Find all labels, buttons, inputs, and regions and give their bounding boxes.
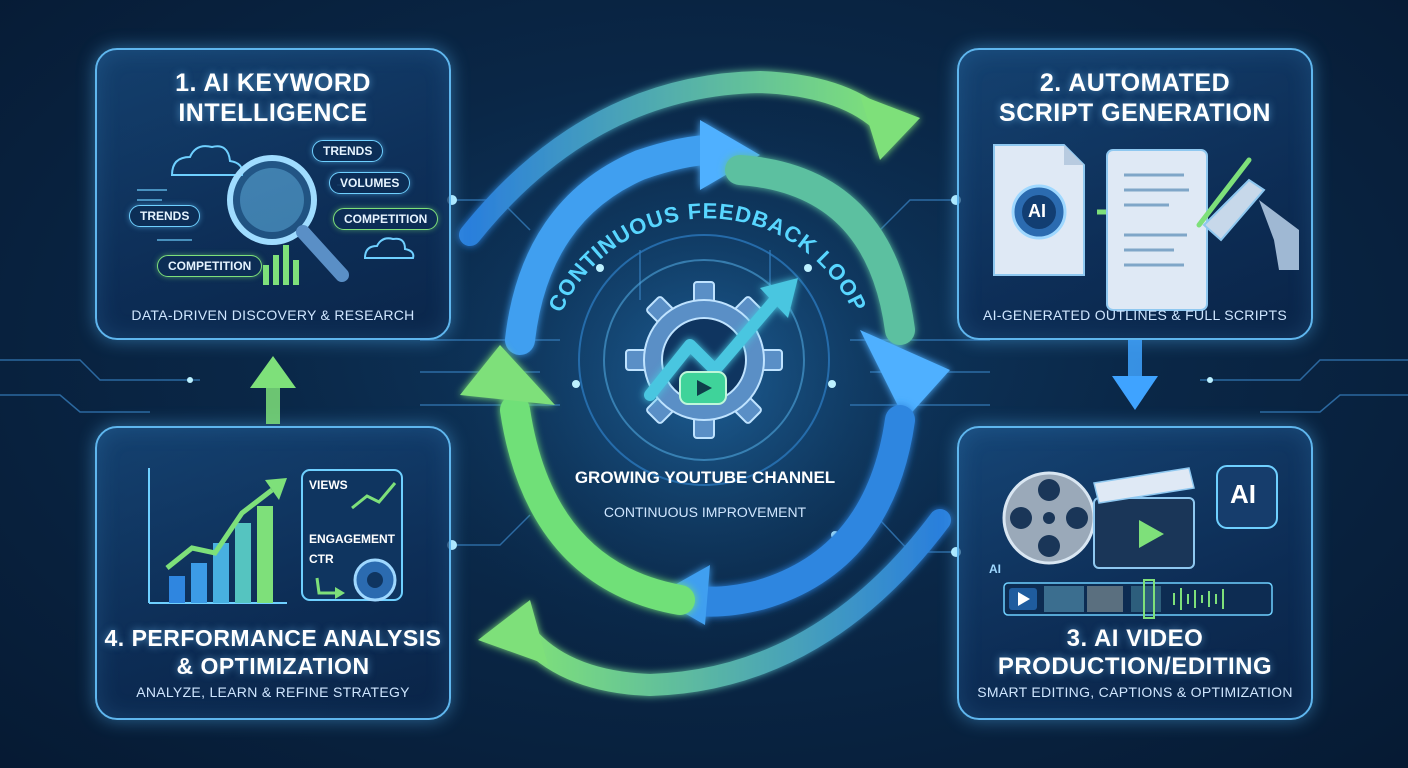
panel-script-subtitle: AI-GENERATED OUTLINES & FULL SCRIPTS <box>982 307 1288 323</box>
panel-video-production: AI AI 3. AI VIDEO PRODUCTION/EDITING SMA… <box>957 426 1313 720</box>
panel-keyword-title-line1: 1. AI KEYWORD <box>175 69 371 97</box>
tag-competition: COMPETITION <box>157 255 263 277</box>
play-icon <box>1009 588 1037 610</box>
panel-keyword-title: 1. AI KEYWORD INTELLIGENCE <box>97 68 449 128</box>
panel-performance-title: 4. PERFORMANCE ANALYSIS & OPTIMIZATION <box>97 624 449 680</box>
panel-performance-analysis: VIEWS ENGAGEMENT CTR 4. PERFORMANCE ANAL… <box>95 426 451 720</box>
gear-icon <box>1011 184 1067 240</box>
timeline-track <box>1003 579 1273 619</box>
panel-script-title: 2. AUTOMATED SCRIPT GENERATION <box>959 68 1311 128</box>
scroll-document-icon <box>1106 149 1208 311</box>
video-small-ai-badge: AI <box>989 562 1001 576</box>
bar-chart-icon <box>148 468 287 604</box>
trend-arrow-icon <box>644 278 798 401</box>
clapperboard-icon <box>1093 467 1195 569</box>
metric-ctr: CTR <box>309 552 334 566</box>
metric-views: VIEWS <box>309 478 348 492</box>
panel-script-title-line1: 2. AUTOMATED <box>1039 69 1231 97</box>
panel-performance-title-line1: 4. PERFORMANCE ANALYSIS <box>104 625 442 651</box>
inner-arrow-right <box>725 155 950 420</box>
panel-script-title-line2: SCRIPT GENERATION <box>999 99 1271 127</box>
panel-keyword-subtitle: DATA-DRIVEN DISCOVERY & RESEARCH <box>131 307 415 323</box>
video-ai-badge: AI <box>1230 479 1256 509</box>
bar-chart-icon <box>263 245 299 285</box>
outer-arc-bottom <box>478 509 951 697</box>
metric-engagement: ENGAGEMENT <box>309 532 396 546</box>
film-reel-icon <box>1002 471 1096 565</box>
panel-script-generation: 2. AUTOMATED SCRIPT GENERATION <box>957 48 1313 340</box>
cloud-icon <box>363 237 415 259</box>
panel-video-title-line1: 3. AI VIDEO <box>1066 625 1204 652</box>
tag-volumes: VOLUMES <box>329 172 411 194</box>
panel-video-title-line2: PRODUCTION/EDITING <box>997 653 1273 680</box>
center-subtitle: CONTINUOUS IMPROVEMENT <box>603 504 807 520</box>
script-ai-badge: AI <box>1028 201 1046 221</box>
panel-performance-title-line2: & OPTIMIZATION <box>176 653 370 679</box>
inner-arrow-left <box>460 345 695 615</box>
panel-keyword-intelligence: 1. AI KEYWORD INTELLIGENCE TRENDS VOLUME… <box>95 48 451 340</box>
video-illustration <box>1002 465 1278 619</box>
outer-arc-top <box>459 70 920 246</box>
tag-trends: TRENDS <box>129 205 201 227</box>
panel-keyword-title-line2: INTELLIGENCE <box>178 99 368 127</box>
performance-illustration <box>148 468 403 604</box>
gear-icon <box>353 558 397 602</box>
arrow-performance-to-keyword <box>250 356 296 424</box>
center-title: GROWING YOUTUBE CHANNEL <box>574 468 836 487</box>
script-illustration <box>993 144 1299 311</box>
keyword-illustration <box>137 145 415 285</box>
robot-hand-icon <box>1196 157 1299 270</box>
cloud-icon <box>170 145 244 176</box>
tag-competition: COMPETITION <box>333 208 439 230</box>
panel-video-subtitle: SMART EDITING, CAPTIONS & OPTIMIZATION <box>977 684 1293 700</box>
play-icon <box>679 371 727 405</box>
magnifier-icon <box>227 155 349 282</box>
panel-video-title: 3. AI VIDEO PRODUCTION/EDITING <box>959 625 1311 681</box>
tag-trends: TRENDS <box>312 140 384 162</box>
panel-performance-subtitle: ANALYZE, LEARN & REFINE STRATEGY <box>136 684 410 700</box>
arrow-script-to-video <box>1112 340 1158 410</box>
inner-arrow-top <box>505 120 760 355</box>
